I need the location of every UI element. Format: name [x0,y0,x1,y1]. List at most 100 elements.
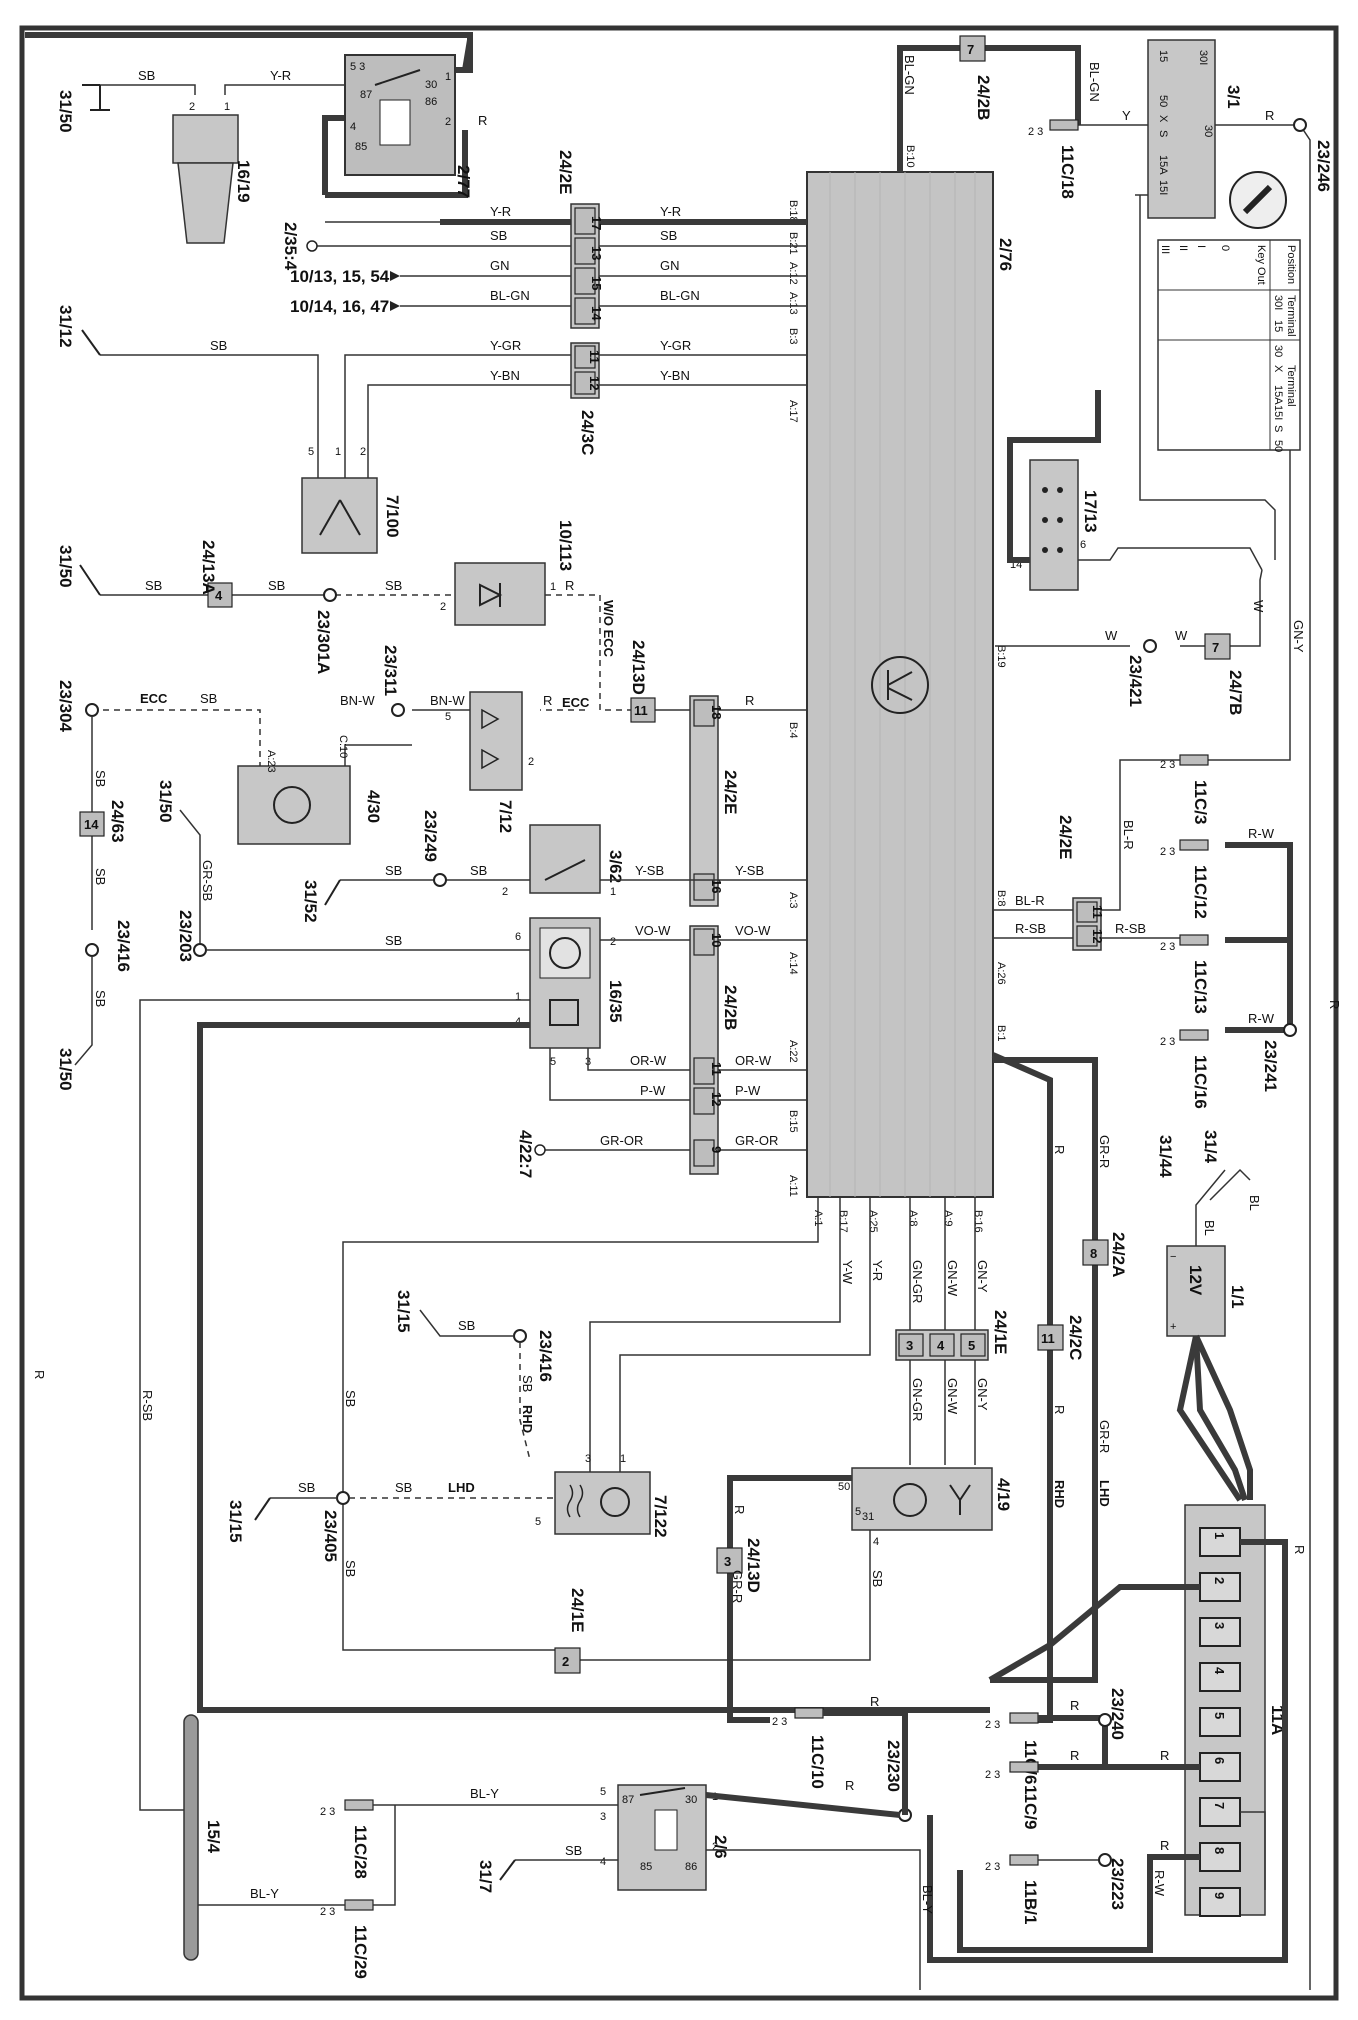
fuse-box-11a: 1 2 3 4 5 6 7 8 9 [1184,1504,1266,1917]
splice-23-246-ref: 23/246 [1314,140,1333,192]
led-10-113-ref: 10/113 [556,520,575,571]
wire-bl-31-4 [1209,1168,1251,1201]
fuse-11c13: 2 3 [1160,934,1209,953]
pin-A22: A:22 [787,1040,799,1063]
svg-text:BL-Y: BL-Y [470,1786,499,1801]
splice-23-311 [391,703,405,717]
svg-text:5: 5 [855,1506,861,1518]
svg-text:1: 1 [445,71,451,83]
diag-socket-ref: 17/13 [1081,490,1100,533]
svg-text:5: 5 [535,1516,541,1528]
svg-text:Y-SB: Y-SB [635,863,664,878]
pin-B10: B:10 [904,145,916,168]
svg-text:2: 2 [189,101,195,113]
svg-text:Terminal: Terminal [1285,365,1297,407]
conn-24-7b-ref: 24/7B [1226,670,1245,715]
splice-23-421 [1143,639,1157,653]
svg-text:GN-GR: GN-GR [910,1260,925,1303]
conn-24-13d-top-ref: 24/13D [629,640,648,695]
wire-battery-1 [1176,1335,1243,1502]
splice-23-405-ref: 23/405 [321,1510,340,1562]
svg-text:P-W: P-W [640,1083,666,1098]
pin-B8: B:8 [995,890,1007,907]
connector-24-1e-low: 2 [554,1647,581,1674]
svg-text:GN-Y: GN-Y [1291,620,1306,653]
svg-text:R: R [870,1694,879,1709]
svg-text:7: 7 [1212,640,1219,655]
ecc-module-ref: 4/30 [364,790,383,823]
relay-2-6-ref: 2/6 [711,1835,730,1859]
svg-text:Y-R: Y-R [660,204,681,219]
wire-labels: SB Y-R R Y-R Y-R SB SB GN GN BL-GN BL-GN… [32,55,1342,1914]
svg-text:R: R [478,113,487,128]
svg-text:5: 5 [308,446,314,458]
ground-label-3: 31/50 [56,545,75,588]
svg-text:15A: 15A [1157,155,1169,175]
svg-text:50: 50 [838,1481,850,1493]
svg-text:4: 4 [350,121,356,133]
svg-text:2: 2 [712,1841,718,1853]
svg-text:R: R [1052,1145,1067,1154]
svg-text:3: 3 [600,1811,606,1823]
svg-text:SB: SB [138,68,155,83]
pin-B19: B:19 [995,645,1007,668]
svg-text:SB: SB [200,691,217,706]
svg-text:11: 11 [1041,1331,1055,1346]
svg-text:R: R [845,1778,854,1793]
svg-text:SB: SB [93,770,108,787]
ground-31-52 [324,879,341,906]
svg-text:17: 17 [589,216,604,230]
splice-23-311-ref: 23/311 [381,645,400,696]
svg-text:2: 2 [445,116,451,128]
lhd-label-left: LHD [448,1480,475,1495]
splice-23-301a-ref: 23/301A [314,610,333,674]
wire-11a-2 [988,1584,1200,1683]
svg-text:SB: SB [490,228,507,243]
svg-text:W: W [1175,628,1188,643]
pin-A25: A:25 [867,1210,879,1233]
svg-text:4: 4 [600,1856,606,1868]
splice-23-249 [433,873,447,887]
svg-text:30: 30 [1202,125,1214,137]
svg-text:15I: 15I [1272,405,1284,420]
svg-text:GN-W: GN-W [945,1260,960,1297]
svg-text:GR-R: GR-R [730,1570,745,1603]
diagnostic-socket: 146 [1010,459,1086,591]
relay-2-77-ref: 2/77 [454,165,473,198]
svg-text:30: 30 [425,79,437,91]
wire-battery-2 [1193,1335,1248,1501]
ecu-bottom-stubs [342,1197,976,1651]
switch-7-100-ref: 7/100 [383,495,402,538]
horn-ref: 16/19 [234,160,253,203]
svg-text:R: R [32,1370,47,1379]
wire-11a-8 [957,1854,1200,1953]
svg-text:30I: 30I [1197,50,1209,65]
connector-24-13d-bot: 3 [716,1547,743,1574]
splice-23-249-ref: 23/249 [421,810,440,862]
wire-gr-r-4-19 [727,1475,852,1723]
svg-text:SB: SB [395,1480,412,1495]
svg-text:R: R [1052,1405,1067,1414]
svg-text:R: R [1070,1748,1079,1763]
fuse-11c3-ref: 11C/3 [1191,780,1210,824]
splice-23-203-ref: 23/203 [176,910,195,962]
wire-b1-grr [990,1057,1098,1683]
wire-11a-outer [927,1539,1288,1963]
svg-text:SB: SB [385,578,402,593]
pin-A9: A:9 [942,1210,954,1227]
ref-10-14: 10/14, 16, 47 [290,297,389,316]
splice-23-416-left [85,943,99,957]
ecc-module: A:23 C:10 [237,735,351,845]
fuse-11c12: 2 3 [1160,839,1209,858]
svg-text:SB: SB [343,1560,358,1577]
wire-gny [1200,450,1291,761]
svg-text:BN-W: BN-W [430,693,465,708]
ecc-label-right: ECC [562,695,590,710]
svg-text:P-W: P-W [735,1083,761,1098]
conn-24-2b-top-ref: 24/2B [974,75,993,120]
svg-text:SB: SB [520,1375,535,1392]
ecu-ref: 2/76 [996,238,1015,271]
svg-text:SB: SB [470,863,487,878]
